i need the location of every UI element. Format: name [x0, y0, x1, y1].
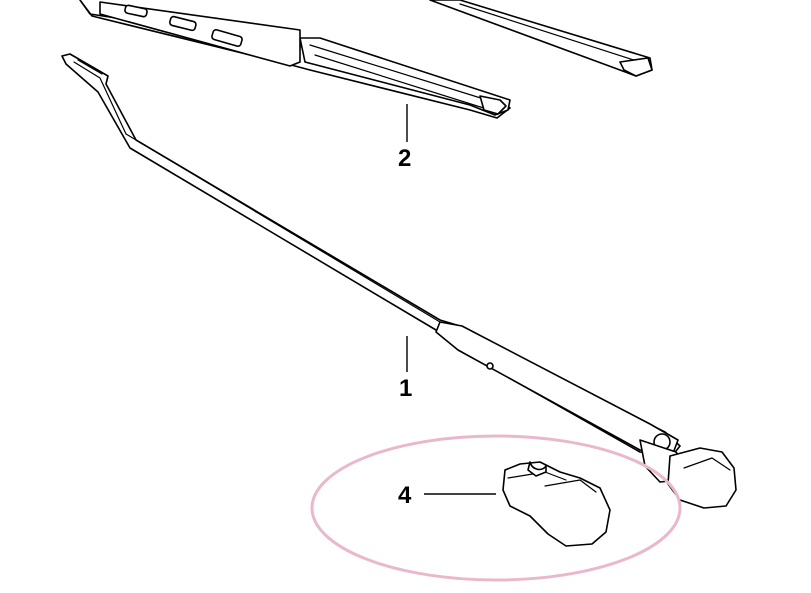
arm-end-cap[interactable]	[502, 461, 611, 547]
callout-2-label: 2	[398, 145, 411, 172]
wiper-blade[interactable]	[79, 0, 511, 119]
second-wiper-blade[interactable]	[429, 0, 653, 77]
highlight-ellipse	[310, 434, 682, 582]
wiper-arm[interactable]	[61, 53, 737, 509]
callout-4-label: 4	[398, 482, 412, 509]
callout-1-label: 1	[399, 375, 412, 402]
